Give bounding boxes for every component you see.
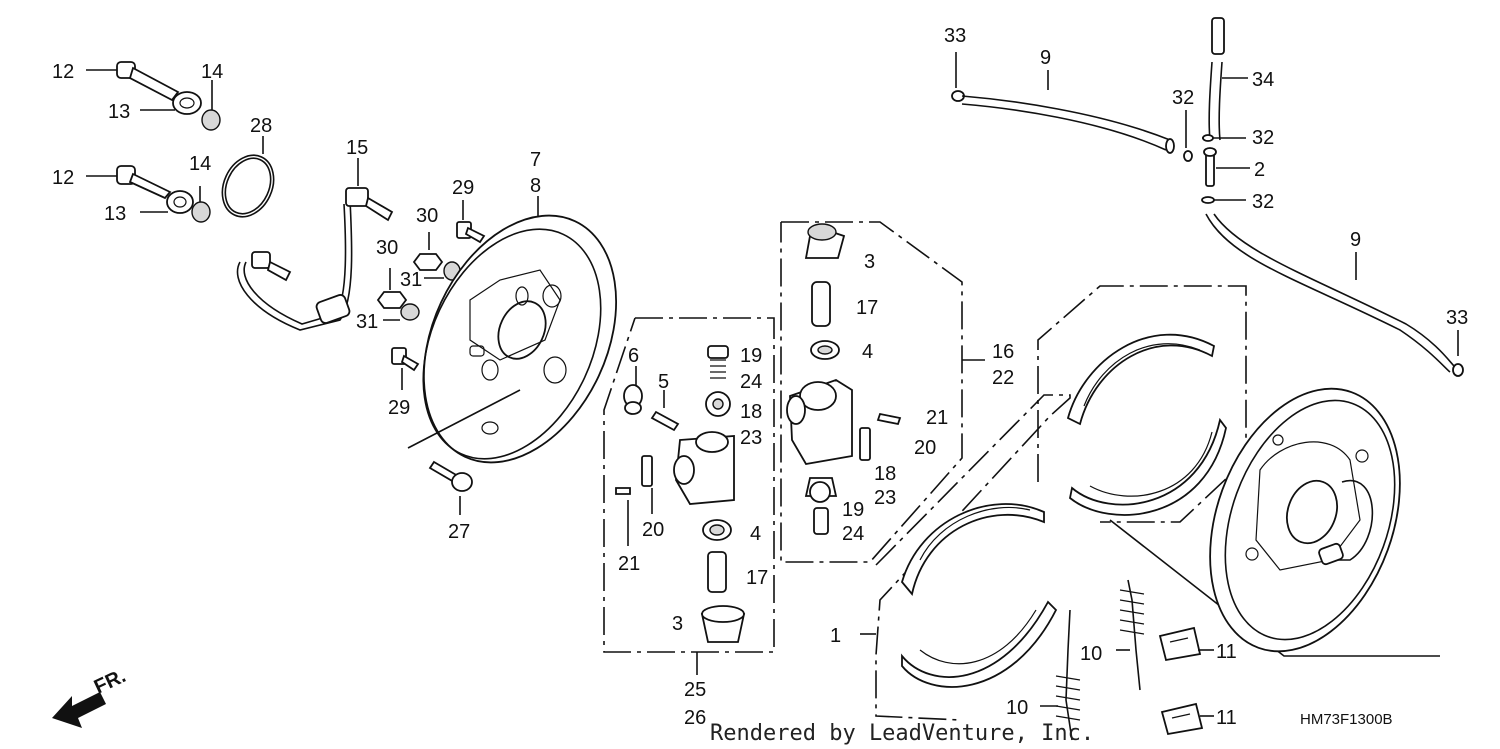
callout-12: 12 [52,167,74,189]
callout-28: 28 [250,115,272,137]
callout-4: 4 [862,341,873,363]
callout-31: 31 [356,311,378,333]
shoe-clips-11 [1158,626,1214,736]
wheel-cylinder-assembly-right [780,221,985,563]
render-credit: Rendered by LeadVenture, Inc. [710,721,1094,746]
callout-23: 23 [740,427,762,449]
callout-16: 16 [992,341,1014,363]
callout-7: 7 [530,149,541,171]
nuts-washers-30-31 [376,200,486,390]
callout-17: 17 [746,567,768,589]
callout-31: 31 [400,269,422,291]
callout-26: 26 [684,707,706,729]
o-ring-28 [221,136,275,218]
callout-18: 18 [874,463,896,485]
brake-shoe-set-left [860,394,1071,721]
callout-27: 27 [448,521,470,543]
callout-33: 33 [944,25,966,47]
callout-33: 33 [1446,307,1468,329]
callout-34: 34 [1252,69,1274,91]
callout-8: 8 [530,175,541,197]
callout-30: 30 [376,237,398,259]
callout-22: 22 [992,367,1014,389]
callout-32: 32 [1252,127,1274,149]
callout-19: 19 [740,345,762,367]
callout-20: 20 [914,437,936,459]
callout-20: 20 [642,519,664,541]
brake-panel-assembled [1109,387,1440,657]
callout-12: 12 [52,61,74,83]
bleeder-screw-group-upper [86,61,221,131]
callout-11: 11 [1216,641,1237,663]
bolt-27 [428,460,473,515]
callout-9: 9 [1350,229,1361,251]
callout-29: 29 [452,177,474,199]
callout-30: 30 [416,205,438,227]
callout-10: 10 [1080,643,1102,665]
wheel-cylinder-assembly-left [603,317,775,675]
callout-32: 32 [1252,191,1274,213]
callout-15: 15 [346,137,368,159]
callout-5: 5 [658,371,669,393]
front-direction-indicator: FR. [52,665,129,728]
callout-17: 17 [856,297,878,319]
callout-24: 24 [740,371,762,393]
callout-9: 9 [1040,47,1051,69]
callout-3: 3 [672,613,683,635]
return-springs-10 [1040,579,1145,741]
callout-1: 1 [830,625,841,647]
brake-shoe-set-right [1037,285,1247,523]
callout-2: 2 [1254,159,1265,181]
callout-29: 29 [388,397,410,419]
callout-23: 23 [874,487,896,509]
breather-tube-system [951,17,1464,377]
callout-21: 21 [926,407,948,429]
callout-11: 11 [1216,707,1237,729]
callout-19: 19 [842,499,864,521]
callout-14: 14 [189,153,211,175]
brake-backing-plate [407,196,618,464]
callout-14: 14 [201,61,223,83]
callout-13: 13 [108,101,130,123]
callout-25: 25 [684,679,706,701]
callout-13: 13 [104,203,126,225]
callout-6: 6 [628,345,639,367]
callout-24: 24 [842,523,864,545]
callout-3: 3 [864,251,875,273]
bleeder-screw-group-lower [86,165,211,223]
callout-4: 4 [750,523,761,545]
callout-32: 32 [1172,87,1194,109]
diagram-code: HM73F1300B [1300,711,1393,728]
brake-hose-15 [236,158,394,331]
callout-10: 10 [1006,697,1028,719]
callout-21: 21 [618,553,640,575]
callout-18: 18 [740,401,762,423]
front-indicator-label: FR. [91,665,129,699]
